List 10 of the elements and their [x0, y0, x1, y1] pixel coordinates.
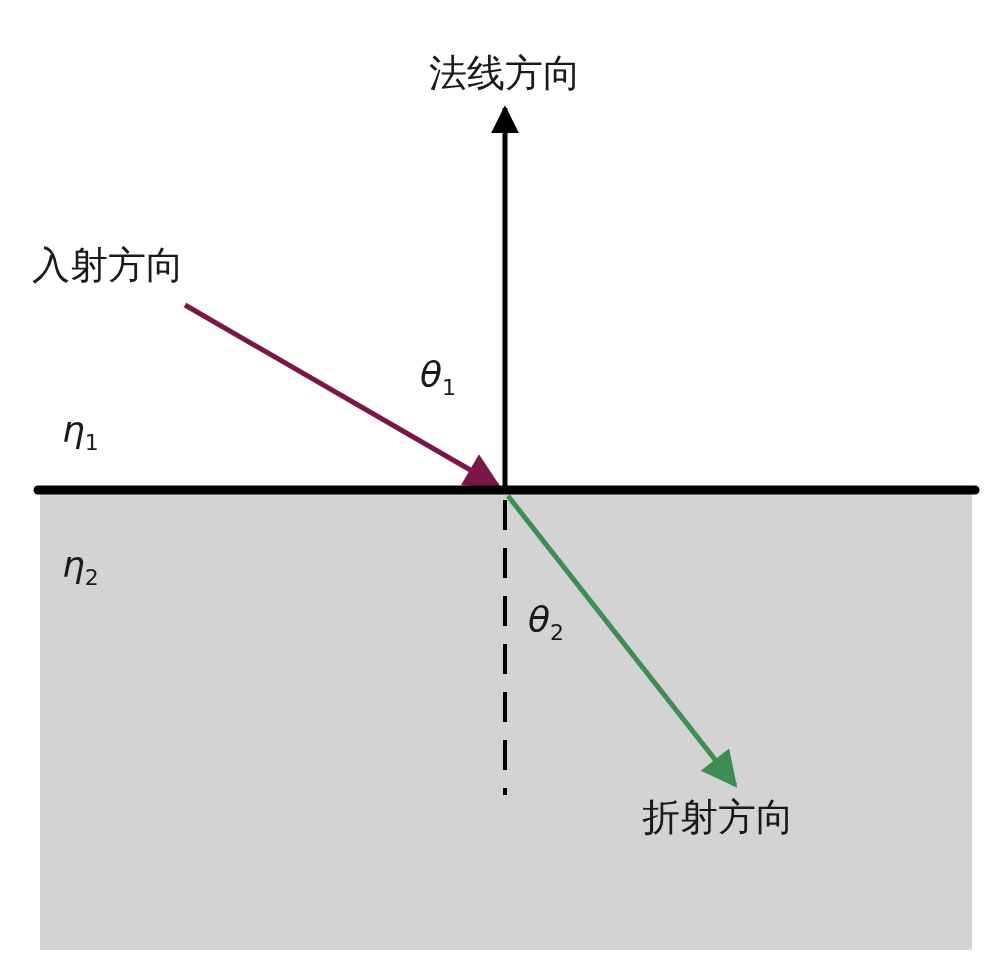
- symbol-label: θ$_{1}$: [420, 355, 457, 402]
- direction-label: 法线方向: [425, 48, 585, 98]
- arrow: [506, 494, 738, 788]
- symbol-label: θ$_{2}$: [528, 600, 565, 647]
- direction-label: 折射方向: [638, 792, 798, 842]
- symbol-label: η$_{2}$: [62, 545, 99, 592]
- arrow: [491, 105, 519, 487]
- direction-label: 入射方向: [28, 240, 188, 290]
- symbol-label: η$_{1}$: [62, 410, 99, 457]
- arrow: [183, 302, 502, 489]
